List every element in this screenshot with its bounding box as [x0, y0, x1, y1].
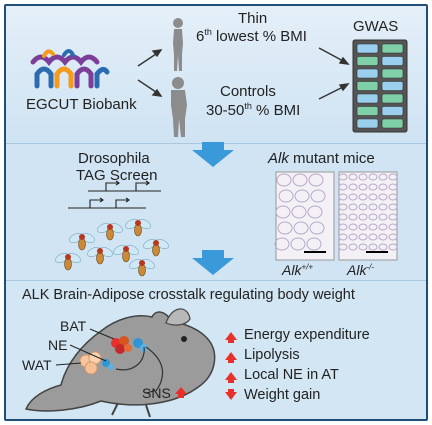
- biobank-label: EGCUT Biobank: [26, 96, 137, 113]
- crosstalk-panel: ALK Brain-Adipose crosstalk regulating b…: [6, 280, 426, 419]
- gwas-panel: EGCUT Biobank Thin 6th lowest % BMI Cont…: [6, 6, 426, 143]
- sns-nerve-line: [115, 346, 164, 392]
- gwas-chip-icon: [352, 39, 408, 133]
- fly-icon: [129, 259, 155, 277]
- drosophila-label-2: TAG Screen: [76, 167, 158, 184]
- fly-icon: [125, 219, 151, 237]
- mouse-icon: [24, 308, 216, 418]
- gene-screen-icon: [68, 180, 161, 209]
- up-arrow-icon: [225, 372, 237, 383]
- fly-icon: [143, 239, 169, 257]
- split-arrows-icon: [137, 47, 350, 100]
- effect-item: Local NE in AT: [244, 367, 339, 383]
- ko-histology-image: [338, 171, 398, 261]
- ko-genotype-label: Alk-/-: [347, 262, 375, 278]
- down-arrow-icon: [225, 389, 237, 400]
- mouse-graphics: [24, 308, 237, 418]
- screen-panel: Drosophila TAG Screen Alk mutant mice Al…: [6, 142, 426, 280]
- wat-tissue-icon: [79, 351, 114, 375]
- thin-label: Thin: [238, 10, 268, 27]
- sns-up-arrow-icon: [175, 387, 187, 398]
- effect-item: Lipolysis: [244, 347, 300, 363]
- wt-genotype-label: Alk+/+: [282, 262, 314, 278]
- screen-graphics: [55, 142, 398, 277]
- fly-icon: [87, 247, 113, 265]
- label-leaders: [55, 328, 155, 394]
- bat-label: BAT: [60, 318, 87, 334]
- sns-label: SNS: [142, 385, 171, 401]
- gwas-label: GWAS: [353, 18, 399, 35]
- graphical-abstract: EGCUT Biobank Thin 6th lowest % BMI Cont…: [4, 4, 428, 421]
- thin-person-icon: [173, 18, 183, 71]
- wt-histology-image: [274, 171, 335, 261]
- controls-detail: 30-50th % BMI: [206, 101, 301, 119]
- ne-label: NE: [48, 337, 68, 353]
- mice-title: Alk mutant mice: [268, 150, 375, 167]
- up-arrow-icon: [225, 332, 237, 343]
- down-arrow-icon: [192, 142, 234, 167]
- drosophila-label-1: Drosophila: [78, 150, 150, 167]
- thin-detail: 6th lowest % BMI: [196, 27, 307, 45]
- fly-icon: [55, 253, 81, 271]
- up-arrow-icon: [225, 352, 237, 363]
- wat-label: WAT: [22, 357, 52, 373]
- fly-icon: [97, 223, 123, 241]
- effect-item: Weight gain: [244, 387, 321, 403]
- down-arrow-icon: [192, 250, 234, 275]
- egcut-logo-icon: [30, 49, 110, 89]
- crosstalk-title: ALK Brain-Adipose crosstalk regulating b…: [22, 287, 355, 303]
- controls-label: Controls: [220, 83, 276, 100]
- gwas-graphics: [30, 18, 408, 137]
- effect-item: Energy expenditure: [244, 327, 370, 343]
- fly-icon: [69, 233, 95, 251]
- control-person-icon: [171, 77, 187, 137]
- fly-icon: [113, 245, 139, 263]
